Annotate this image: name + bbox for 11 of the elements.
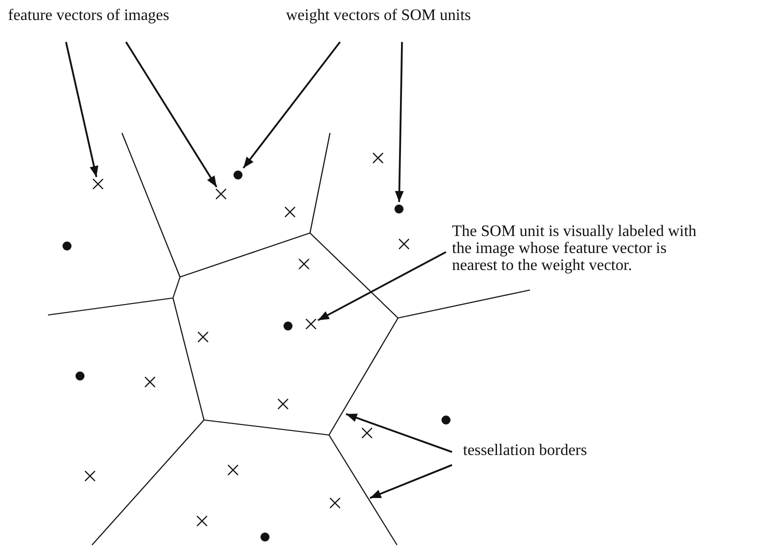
arrow (125, 42, 218, 188)
arrow (242, 41, 341, 169)
arrow (346, 413, 452, 453)
annotation-label: The SOM unit is visually labeled with the image whose feature vector is nearest to the weight vector. (452, 224, 714, 274)
annotation-label: weight vectors of SOM units (286, 8, 471, 25)
arrow (394, 42, 404, 202)
annotation-label: tessellation borders (463, 443, 587, 460)
arrow (65, 42, 98, 178)
annotation-label: feature vectors of images (8, 8, 170, 25)
arrow (318, 251, 446, 322)
arrow (370, 464, 452, 499)
